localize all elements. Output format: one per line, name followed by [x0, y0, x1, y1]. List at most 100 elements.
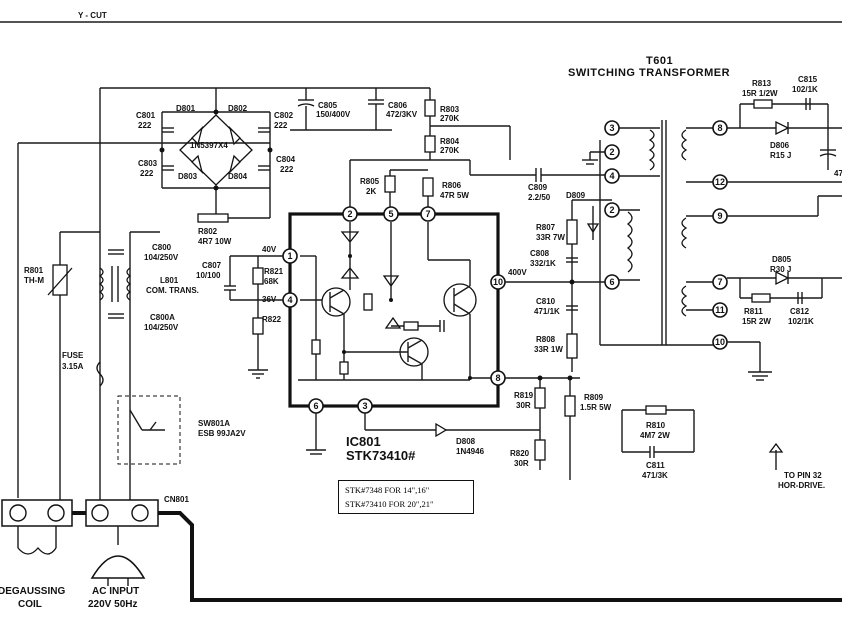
- svg-text:D802: D802: [228, 104, 248, 113]
- svg-text:30R: 30R: [514, 459, 529, 468]
- svg-text:C801: C801: [136, 111, 156, 120]
- svg-text:4R7 10W: 4R7 10W: [198, 237, 232, 246]
- svg-text:R807: R807: [536, 223, 556, 232]
- t601-pin-8: 8: [712, 120, 728, 136]
- secondary-outputs: [727, 98, 842, 470]
- svg-text:C809: C809: [528, 183, 548, 192]
- svg-text:220V 50Hz: 220V 50Hz: [88, 599, 137, 610]
- chassis-ground-trace: [72, 511, 842, 602]
- svg-text:104/250V: 104/250V: [144, 253, 179, 262]
- ic-pin-7: 7: [420, 206, 436, 222]
- svg-text:222: 222: [138, 121, 152, 130]
- svg-text:4: 4: [287, 295, 292, 305]
- svg-text:R821: R821: [264, 267, 284, 276]
- svg-text:68K: 68K: [264, 277, 279, 286]
- hv-rail-components: [290, 88, 612, 212]
- svg-text:15R 2W: 15R 2W: [742, 317, 771, 326]
- r801-thermistor: [52, 264, 68, 296]
- y-cut-label: Y - CUT: [78, 11, 107, 20]
- svg-text:DEGAUSSING: DEGAUSSING: [0, 586, 65, 597]
- note-line-2: STK#73410 FOR 20",21": [345, 499, 434, 509]
- svg-text:C807: C807: [202, 261, 222, 270]
- svg-text:R822: R822: [262, 315, 282, 324]
- svg-text:C800: C800: [152, 243, 172, 252]
- ic-pin-3: 3: [357, 398, 373, 414]
- svg-text:C815: C815: [798, 75, 818, 84]
- svg-text:6: 6: [313, 401, 318, 411]
- svg-text:47R 5W: 47R 5W: [440, 191, 469, 200]
- svg-text:R819: R819: [514, 391, 534, 400]
- svg-text:COIL: COIL: [18, 599, 42, 610]
- t601-pin-11: 11: [712, 302, 728, 318]
- svg-text:R802: R802: [198, 227, 218, 236]
- svg-text:C805: C805: [318, 101, 338, 110]
- svg-text:C806: C806: [388, 101, 408, 110]
- ic-part-label: STK73410#: [346, 448, 416, 463]
- svg-text:33R 7W: 33R 7W: [536, 233, 565, 242]
- svg-text:40V: 40V: [262, 245, 277, 254]
- snubber-network: [364, 199, 612, 480]
- svg-text:C808: C808: [530, 249, 550, 258]
- ic801-block: [288, 212, 500, 408]
- svg-text:D801: D801: [176, 104, 196, 113]
- svg-text:R806: R806: [442, 181, 462, 190]
- svg-text:L801: L801: [160, 276, 179, 285]
- transformer-title: SWITCHING TRANSFORMER: [568, 67, 730, 79]
- svg-text:C812: C812: [790, 307, 810, 316]
- ic-pin-2: 2: [342, 206, 358, 222]
- svg-text:15R 1/2W: 15R 1/2W: [742, 89, 778, 98]
- t601-pin-2a: 2: [604, 144, 620, 160]
- svg-text:102/1K: 102/1K: [788, 317, 814, 326]
- svg-text:D803: D803: [178, 172, 198, 181]
- svg-text:7: 7: [717, 277, 722, 287]
- sw801a-power-switch: [117, 395, 181, 465]
- ac-input-connector: [85, 499, 159, 586]
- svg-text:C803: C803: [138, 159, 158, 168]
- note-line-1: STK#7348 FOR 14",16": [345, 485, 430, 495]
- svg-text:2K: 2K: [366, 187, 376, 196]
- svg-text:222: 222: [280, 165, 294, 174]
- svg-text:R813: R813: [752, 79, 772, 88]
- svg-text:SW801A: SW801A: [198, 419, 230, 428]
- top-rail: Y - CUT: [0, 11, 842, 23]
- svg-text:472/3KV: 472/3KV: [386, 110, 418, 119]
- svg-text:D806: D806: [770, 141, 790, 150]
- svg-text:2: 2: [609, 205, 614, 215]
- svg-text:30R: 30R: [516, 401, 531, 410]
- ic-pin-6: 6: [308, 398, 324, 414]
- t601-pin-9: 9: [712, 208, 728, 224]
- t601-transformer: [582, 120, 720, 346]
- l801-common-mode-choke: [98, 266, 132, 302]
- svg-text:R810: R810: [646, 421, 666, 430]
- svg-text:D808: D808: [456, 437, 476, 446]
- svg-text:C802: C802: [274, 111, 294, 120]
- svg-text:R801: R801: [24, 266, 44, 275]
- svg-text:3: 3: [362, 401, 367, 411]
- svg-text:10/100: 10/100: [196, 271, 221, 280]
- ic-variant-note: STK#7348 FOR 14",16" STK#73410 FOR 20",2…: [338, 480, 474, 514]
- svg-text:1: 1: [287, 251, 292, 261]
- t601-pin-10: 10: [712, 334, 728, 350]
- svg-text:4M7 2W: 4M7 2W: [640, 431, 670, 440]
- svg-text:7: 7: [425, 209, 430, 219]
- t601-pin-7: 7: [712, 274, 728, 290]
- svg-text:9: 9: [717, 211, 722, 221]
- ic-pin-8: 8: [490, 370, 506, 386]
- ic-ref-label: IC801: [346, 434, 381, 449]
- ic-pin-10: 10: [490, 274, 506, 290]
- svg-text:D809: D809: [566, 191, 586, 200]
- svg-text:150/400V: 150/400V: [316, 110, 351, 119]
- svg-text:TO PIN 32: TO PIN 32: [784, 471, 822, 480]
- degauss-connector: [1, 499, 73, 555]
- svg-text:ESB 99JA2V: ESB 99JA2V: [198, 429, 246, 438]
- t601-pin-12: 12: [712, 174, 728, 190]
- svg-text:6: 6: [609, 277, 614, 287]
- r802-resistor: [197, 213, 229, 223]
- svg-text:C811: C811: [646, 461, 665, 470]
- svg-text:2: 2: [347, 209, 352, 219]
- t601-pin-4: 4: [604, 168, 620, 184]
- ic-pin-5: 5: [383, 206, 399, 222]
- svg-text:R808: R808: [536, 335, 556, 344]
- svg-text:R809: R809: [584, 393, 604, 402]
- svg-text:C804: C804: [276, 155, 296, 164]
